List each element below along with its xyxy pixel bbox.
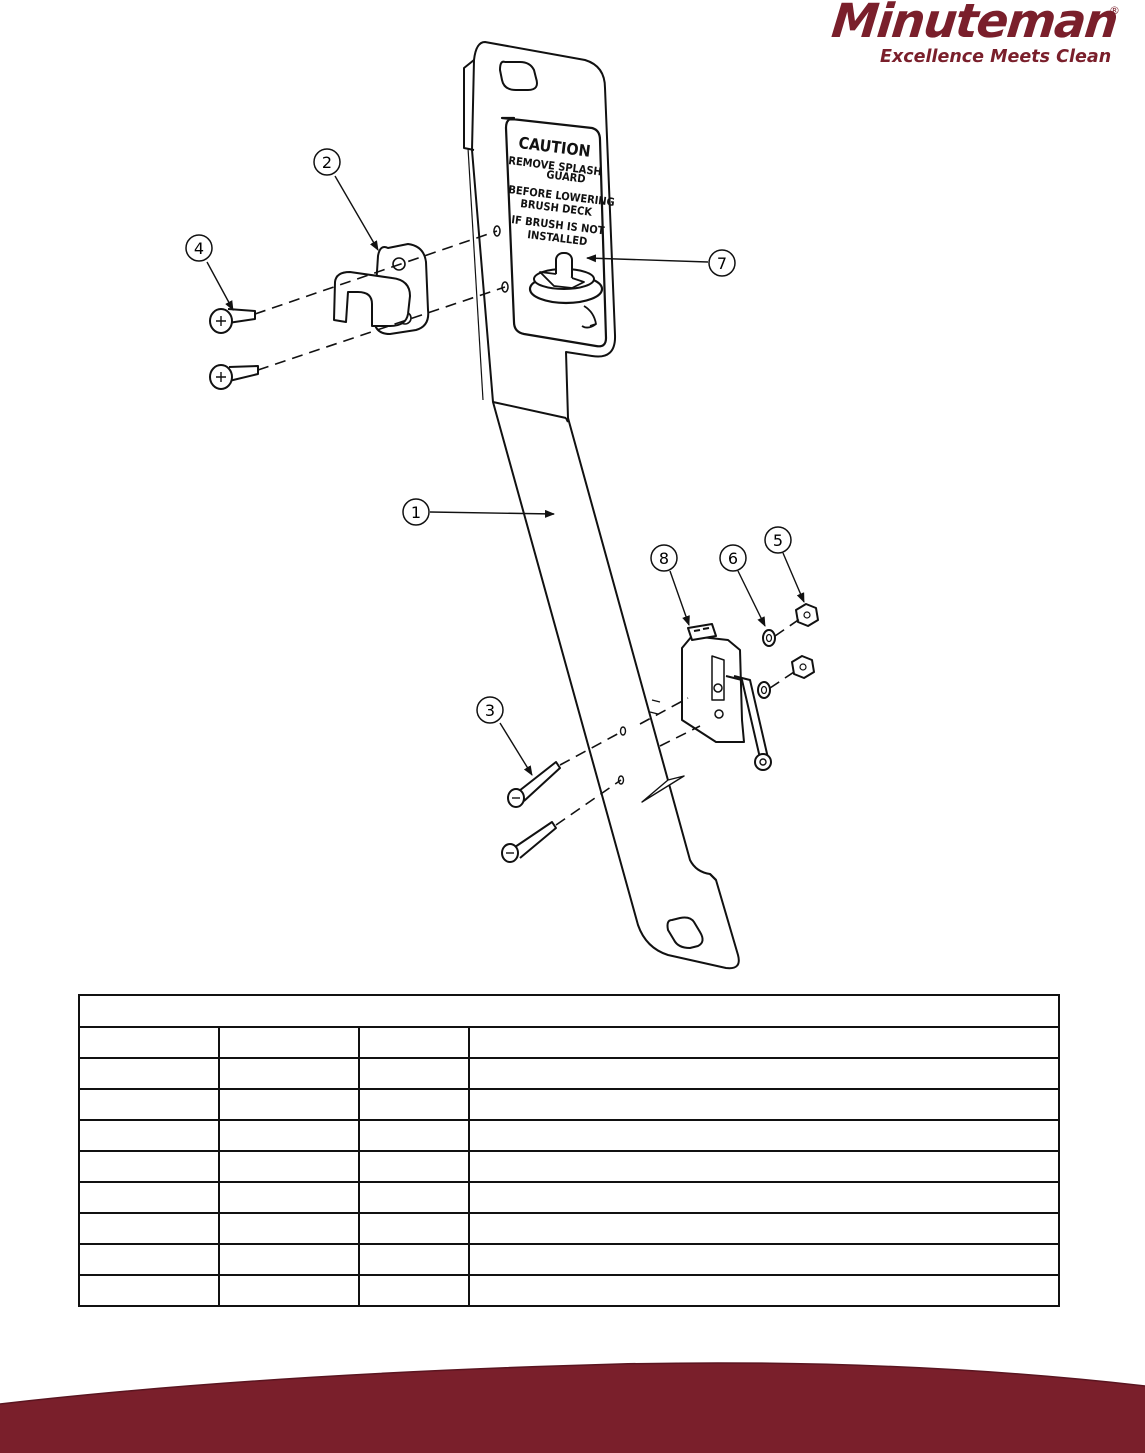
table-title [78,994,1060,1028]
table-cell [358,1088,470,1121]
table-cell [218,1088,360,1121]
table-row [78,1212,1060,1245]
table-cell [358,1150,470,1183]
table-cell [358,1057,470,1090]
table-header [218,1026,360,1059]
machine-screw-upper [507,761,561,808]
table-cell [78,1212,220,1245]
logo-registered-mark: ® [1109,4,1120,17]
svg-text:7: 7 [717,254,727,273]
table-cell [78,1181,220,1214]
table-cell [468,1274,1060,1307]
table-cell [468,1057,1060,1090]
table-cell [78,1274,220,1307]
table-row [78,1088,1060,1121]
micro-switch-part [681,623,772,771]
table-cell [218,1057,360,1090]
hex-nut-lower [791,655,815,679]
lock-washer-lower [757,681,771,699]
table-cell [468,1243,1060,1276]
table-row [78,1274,1060,1307]
callout-leaders [206,175,805,776]
table-cell [218,1243,360,1276]
svg-text:2: 2 [322,153,332,172]
svg-text:5: 5 [773,531,783,550]
callout-7: 7 [708,249,736,277]
svg-text:4: 4 [194,239,204,258]
exploded-parts-diagram: CAUTION REMOVE SPLASH GUARD BEFORE LOWER… [185,41,819,970]
table-cell [358,1243,470,1276]
table-cell [358,1181,470,1214]
table-cell [468,1088,1060,1121]
table-cell [218,1181,360,1214]
table-row [78,1181,1060,1214]
svg-text:1: 1 [411,503,421,522]
callouts: 1 2 3 4 5 6 7 8 [185,148,792,724]
table-cell [78,1119,220,1152]
callout-6: 6 [719,544,747,572]
table-cell [468,1212,1060,1245]
table-header-row [78,1026,1060,1059]
table-cell [468,1181,1060,1214]
table-cell [358,1119,470,1152]
callout-1: 1 [402,498,430,526]
table-title-row [78,994,1060,1028]
table-cell [358,1212,470,1245]
table-row [78,1243,1060,1276]
svg-text:3: 3 [485,701,495,720]
table-cell [78,1243,220,1276]
table-cell [78,1057,220,1090]
caution-label [500,116,608,348]
table-row [78,1119,1060,1152]
table-cell [468,1150,1060,1183]
hex-nut-upper [795,603,819,627]
svg-text:6: 6 [728,549,738,568]
svg-text:8: 8 [659,549,669,568]
callout-2: 2 [313,148,341,176]
logo-tagline: Excellence Meets Clean [880,47,1112,67]
flat-head-screw-lower [209,364,259,390]
table-header [358,1026,470,1059]
table-cell [358,1274,470,1307]
table-row [78,1057,1060,1090]
callout-8: 8 [650,544,678,572]
table-cell [78,1088,220,1121]
table-cell [218,1212,360,1245]
table-cell [78,1150,220,1183]
callout-5: 5 [764,526,792,554]
callout-4: 4 [185,234,213,262]
assembly-lines [254,230,805,826]
machine-screw-lower [501,821,557,863]
clip-part [333,243,430,335]
minuteman-logo: Minuteman ® Excellence Meets Clean [828,0,1128,72]
table-header [468,1026,1060,1059]
flat-head-screw-upper [209,308,256,334]
lock-washer-upper [762,629,776,647]
callout-3: 3 [476,696,504,724]
table-row [78,1150,1060,1183]
table-cell [218,1274,360,1307]
table-cell [218,1119,360,1152]
table-cell [468,1119,1060,1152]
table-header [78,1026,220,1059]
caution-line-2: GUARD [546,168,587,186]
table-cell [218,1150,360,1183]
parts-list-table [78,994,1060,1307]
footer-swoosh [0,1362,1145,1453]
